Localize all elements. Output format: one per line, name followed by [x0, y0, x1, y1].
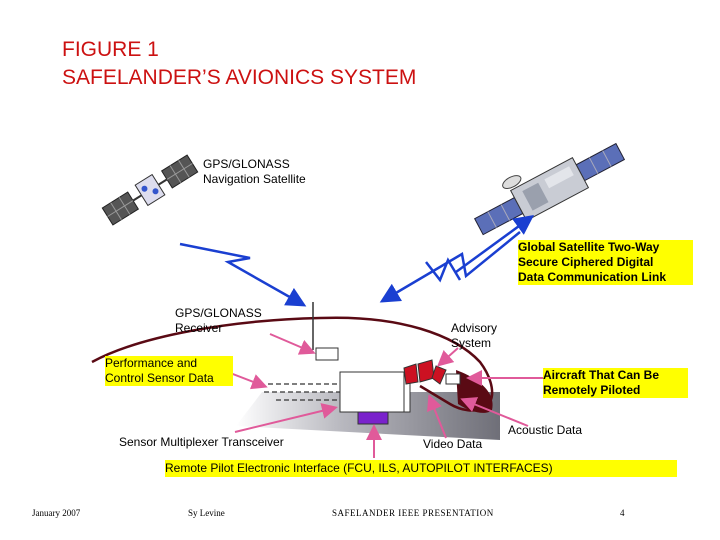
figure-title: SAFELANDER’S AVIONICS SYSTEM — [62, 66, 417, 89]
video-data-label: Video Data — [423, 437, 483, 451]
footer-page-number: 4 — [620, 508, 625, 518]
transceiver-box — [357, 411, 389, 425]
footer-presentation: SAFELANDER IEEE PRESENTATION — [332, 508, 494, 518]
sensor-data-lines — [264, 383, 340, 401]
acoustic-data-label: Acoustic Data — [508, 423, 583, 437]
receiver-label: GPS/GLONASS Receiver — [175, 306, 262, 335]
advisory-panels — [403, 359, 447, 385]
footer-author: Sy Levine — [188, 508, 225, 518]
remote-interface-label: Remote Pilot Electronic Interface (FCU, … — [165, 460, 677, 477]
receiver-box — [315, 347, 339, 361]
comm-link-label: Global Satellite Two-Way Secure Ciphered… — [518, 240, 693, 285]
advisory-label: Advisory System — [451, 321, 498, 350]
comm-link-arrow-up — [455, 215, 535, 274]
multiplexer-unit — [339, 371, 411, 413]
footer-date: January 2007 — [32, 508, 81, 518]
perf-sensor-label: Performance and Control Sensor Data — [105, 356, 233, 386]
remote-aircraft-label: Aircraft That Can Be Remotely Piloted — [543, 368, 688, 398]
nav-satellite-label: GPS/GLONASS Navigation Satellite — [203, 157, 306, 186]
multiplexer-label: Sensor Multiplexer Transceiver — [119, 435, 284, 449]
comm-link-zigzag — [425, 257, 462, 283]
gps-signal-arrow — [179, 242, 307, 307]
comm-satellite-icon — [473, 142, 626, 236]
figure-number: FIGURE 1 — [62, 38, 159, 61]
gps-satellite-icon — [101, 154, 199, 226]
cockpit-sensor-box — [445, 373, 461, 385]
